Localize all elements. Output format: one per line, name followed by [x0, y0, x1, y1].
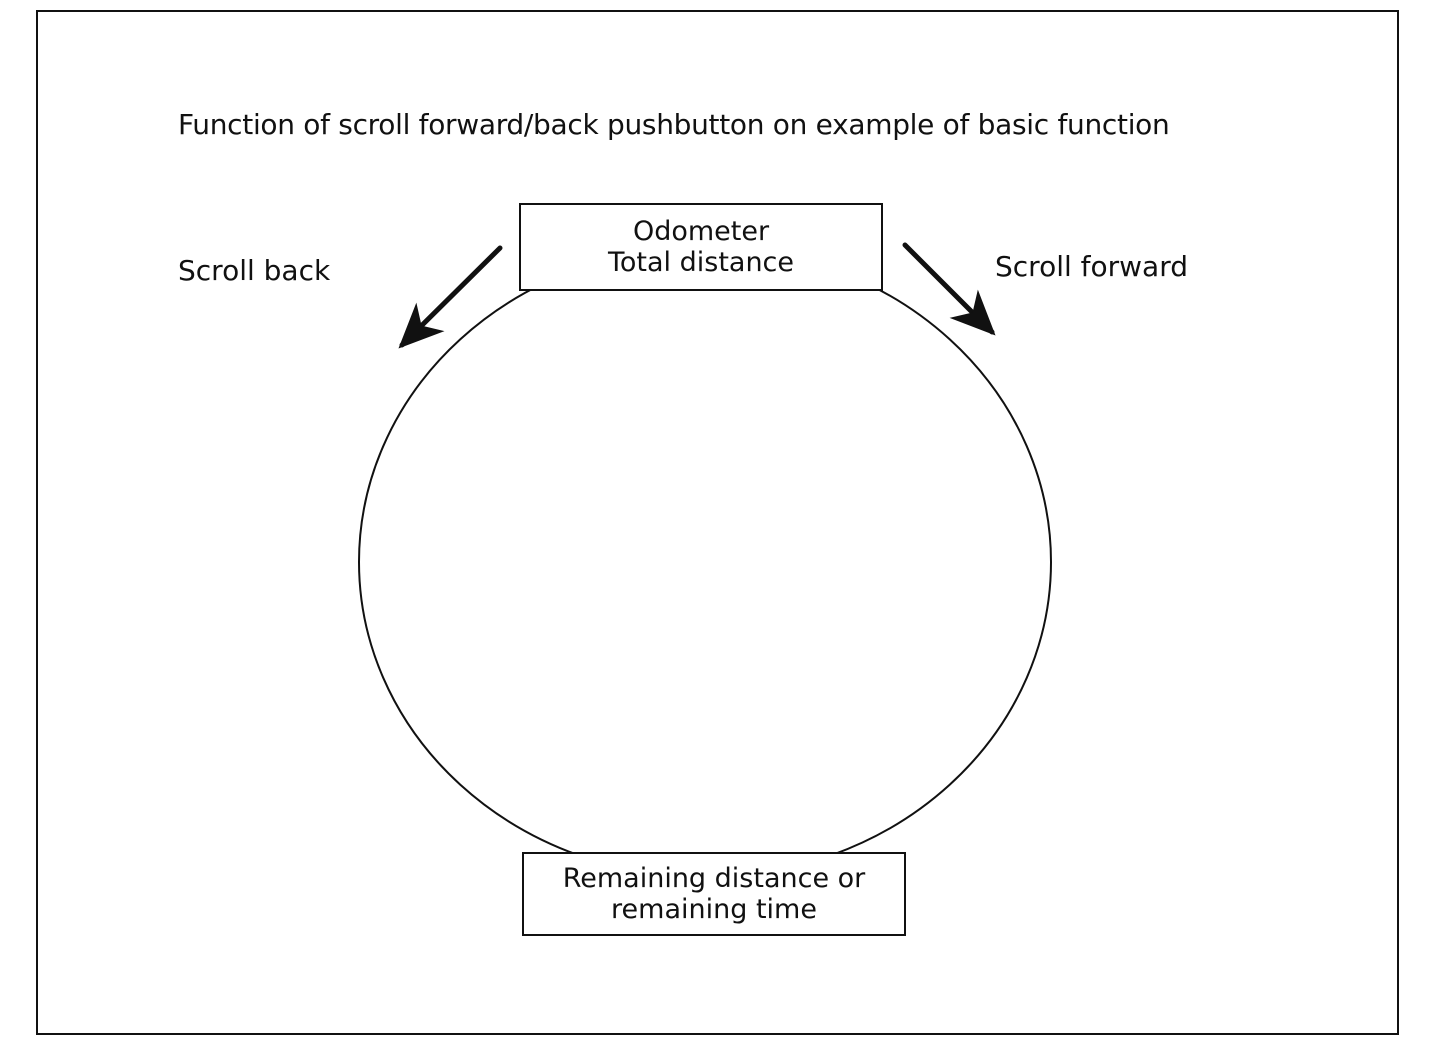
cycle-ring: [358, 246, 1052, 878]
odometer-node-line2: Total distance: [607, 247, 795, 278]
scroll-forward-arrow: [902, 242, 996, 336]
scroll-back-label: Scroll back: [178, 254, 331, 287]
scroll-forward-label: Scroll forward: [995, 250, 1189, 283]
odometer-node: Odometer Total distance: [519, 203, 883, 291]
remaining-node-line2: remaining time: [611, 894, 817, 925]
scroll-back-arrow: [398, 245, 503, 349]
odometer-node-line1: Odometer: [632, 216, 770, 247]
diagram-frame: [36, 10, 1399, 1035]
remaining-node: Remaining distance or remaining time: [522, 852, 906, 936]
diagram-title: Function of scroll forward/back pushbutt…: [178, 108, 1170, 141]
remaining-node-line1: Remaining distance or: [562, 863, 866, 894]
